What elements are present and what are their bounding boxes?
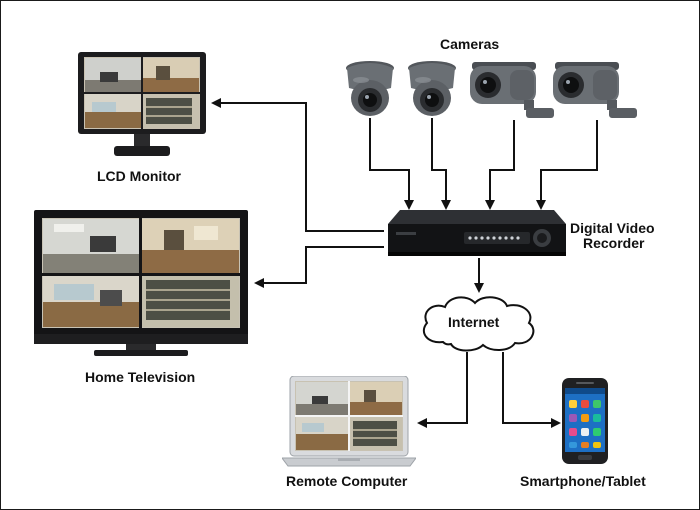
internet-label: Internet — [448, 314, 500, 330]
digital-video-recorder — [386, 210, 568, 258]
remote-computer-label: Remote Computer — [286, 473, 408, 489]
dvr-label-line1: Digital Video — [570, 220, 655, 236]
arrow-internet-to-remote-computer — [417, 352, 468, 428]
home-television — [34, 210, 248, 360]
dvr-label-line2: Recorder — [583, 235, 645, 251]
arrow-dvr-to-home-television — [254, 246, 384, 288]
internet-cloud — [417, 292, 541, 354]
arrow-internet-to-smartphone — [502, 352, 561, 428]
lcd-monitor — [78, 52, 206, 160]
smartphone-tablet — [562, 378, 608, 464]
arrow-camera4-to-dvr — [536, 120, 598, 210]
camera-1 — [343, 58, 397, 118]
camera-4 — [553, 60, 639, 120]
cameras-label: Cameras — [440, 36, 500, 52]
arrow-camera2-to-dvr — [431, 118, 451, 210]
monitor-camera-feeds — [85, 58, 199, 128]
laptop-camera-feeds — [296, 382, 402, 450]
remote-computer — [282, 376, 416, 468]
arrow-camera3-to-dvr — [485, 120, 515, 210]
arrow-camera1-to-dvr — [369, 118, 414, 210]
arrow-dvr-to-lcd-monitor — [211, 98, 384, 232]
camera-2 — [405, 58, 459, 118]
lcd-monitor-label: LCD Monitor — [97, 168, 181, 184]
smartphone-tablet-label: Smartphone/Tablet — [520, 473, 646, 489]
tv-camera-feeds — [43, 219, 239, 327]
home-television-label: Home Television — [85, 369, 196, 385]
camera-3 — [470, 60, 556, 120]
